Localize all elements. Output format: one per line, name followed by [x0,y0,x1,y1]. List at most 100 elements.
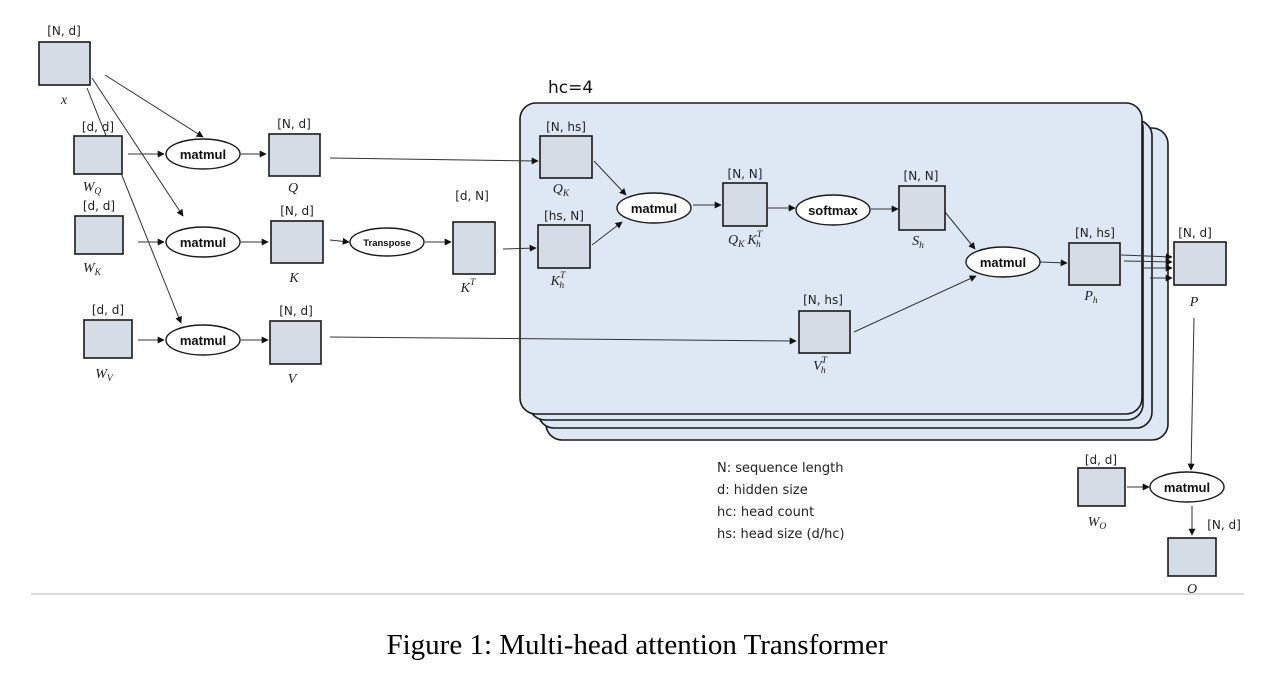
shape-label: [N, d] [1207,518,1241,532]
shape-label: [d, d] [83,199,115,213]
edge-q-to-qh [329,157,539,165]
name-sub: O [1099,522,1106,532]
tensor-kt: [d, N] KT [452,189,496,296]
name-sub: K [562,189,570,199]
op-label: matmul [180,333,226,348]
name-main: W [83,261,96,276]
shape-label: [N, hs] [803,293,843,307]
tensor-box [73,135,123,175]
op-matmul-sv: matmul [965,246,1041,278]
name-main-2: K [746,233,757,248]
op-transpose: Transpose [349,227,425,257]
tensor-name: KT [460,278,476,296]
name-main: K [460,281,471,296]
head-panel-1 [519,102,1143,415]
shape-label: [N, hs] [546,120,586,134]
tensor-name: V [288,372,298,387]
tensor-k: [N, d] K [270,204,324,286]
shape-label: [hs, N] [544,209,584,223]
name-main: S [912,234,919,249]
tensor-name: O [1187,582,1197,597]
name-main: K [550,274,561,289]
op-matmul-o: matmul [1149,471,1225,503]
tensor-box [1077,467,1126,507]
tensor-box [270,220,324,264]
tensor-ph: [N, hs] Ph [1068,226,1121,306]
tensor-wq: [d, d] WQ [73,120,123,197]
edge-v-to-vh [329,336,797,345]
tensor-name: x [60,93,68,108]
tensor-box [1068,242,1121,286]
name-sub: Q [94,187,101,197]
name-main: V [813,359,823,374]
tensor-name: WO [1088,515,1107,532]
tensor-box [74,215,124,255]
tensor-box [1167,537,1217,577]
name-main: Q [728,233,738,248]
tensor-name: QK [553,182,570,199]
edges [86,74,1196,536]
op-matmul-k: matmul [165,226,241,258]
tensor-box [1173,241,1227,286]
op-ellipse [349,227,425,257]
edge-x-to-matmul-k [91,77,184,217]
name-main: W [1088,515,1101,530]
name-sub-2: h [756,240,761,250]
tensor-sh: [N, N] Sh [898,169,946,251]
tensor-name: Sh [912,234,924,251]
edge-vh-to-matmul [853,275,977,333]
tensor-wv: [d, d] WV [83,303,133,384]
tensor-box [269,320,322,365]
name-sub: K [94,268,102,278]
op-ellipse [795,194,871,226]
tensor-box [83,319,133,359]
figure-caption: Figure 1: Multi-head attention Transform… [387,629,888,661]
tensor-box [898,185,946,231]
op-softmax: softmax [795,194,871,226]
op-ellipse [165,226,241,258]
shape-label: [N, d] [1178,226,1212,240]
tensor-wk: [d, d] WK [74,199,124,278]
shape-label: [d, d] [92,303,124,317]
head-count-label: hc=4 [548,78,593,98]
head-panel-stack [519,102,1169,441]
tensor-name: Ph [1083,289,1098,306]
op-matmul-qk: matmul [616,192,692,224]
tensor-box [798,310,851,354]
edge-kh-to-matmul [591,221,623,246]
tensor-name: K [288,271,299,286]
name-sub: V [107,374,114,384]
tensor-name: WK [83,261,102,278]
name-sub: h [1093,296,1098,306]
op-label: Transpose [363,238,411,249]
legend-item: hc: head count [717,505,814,520]
edge-qh-to-matmul [593,160,627,196]
name-sub: h [821,366,826,376]
op-label: matmul [180,147,226,162]
op-ellipse [616,192,692,224]
tensor-q: [N, d] Q [268,117,321,196]
shape-label: [N, d] [280,204,314,218]
tensor-box [38,41,91,86]
tensor-box [722,182,768,227]
op-label: matmul [980,255,1026,270]
shape-label: [N, N] [728,167,763,181]
name-sup: T [560,271,566,281]
op-label: softmax [808,203,859,218]
name-main: W [83,180,96,195]
op-matmul-v: matmul [165,324,241,356]
name-sup: T [822,356,828,366]
edge-p-to-matmul-o [1187,317,1195,471]
op-ellipse [165,138,241,170]
legend-item: hs: head size (d/hc) [717,527,845,542]
edge-kt-to-kh [502,244,537,252]
op-matmul-q: matmul [165,138,241,170]
name-main: P [1083,289,1093,304]
name-sup: T [470,278,476,288]
edge-ph-to-p-1 [1120,253,1173,261]
name-sub: h [919,241,924,251]
